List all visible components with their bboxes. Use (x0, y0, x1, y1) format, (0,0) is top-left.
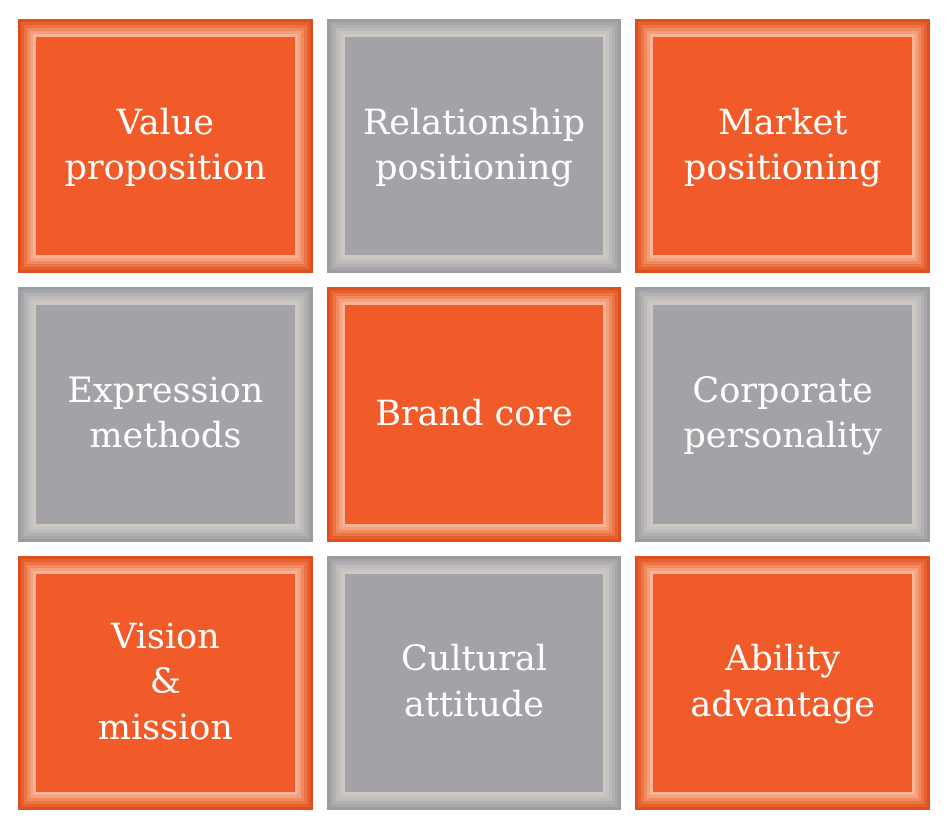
cell-label-value-proposition: Value proposition (64, 102, 267, 189)
cell-ability-advantage: Ability advantage (635, 555, 930, 810)
cell-label-corporate-personality: Corporate personality (683, 370, 882, 457)
cell-label-relationship-positioning: Relationship positioning (362, 102, 586, 189)
cell-label-market-positioning: Market positioning (683, 102, 882, 189)
cell-cultural-attitude: Cultural attitude (326, 555, 622, 810)
cell-brand-core: Brand core (326, 287, 622, 542)
cell-value-proposition: Value proposition (18, 19, 313, 274)
cell-label-cultural-attitude: Cultural attitude (401, 639, 547, 725)
cell-label-expression-methods: Expression methods (67, 370, 264, 457)
cell-label-ability-advantage: Ability advantage (690, 639, 875, 725)
cell-label-brand-core: Brand core (375, 393, 573, 434)
cell-expression-methods: Expression methods (18, 287, 313, 542)
cell-market-positioning: Market positioning (635, 19, 930, 274)
cell-corporate-personality: Corporate personality (635, 287, 930, 542)
cell-vision-mission: Vision & mission (18, 555, 313, 810)
cell-relationship-positioning: Relationship positioning (326, 19, 622, 274)
cell-label-vision-mission: Vision & mission (97, 616, 233, 748)
